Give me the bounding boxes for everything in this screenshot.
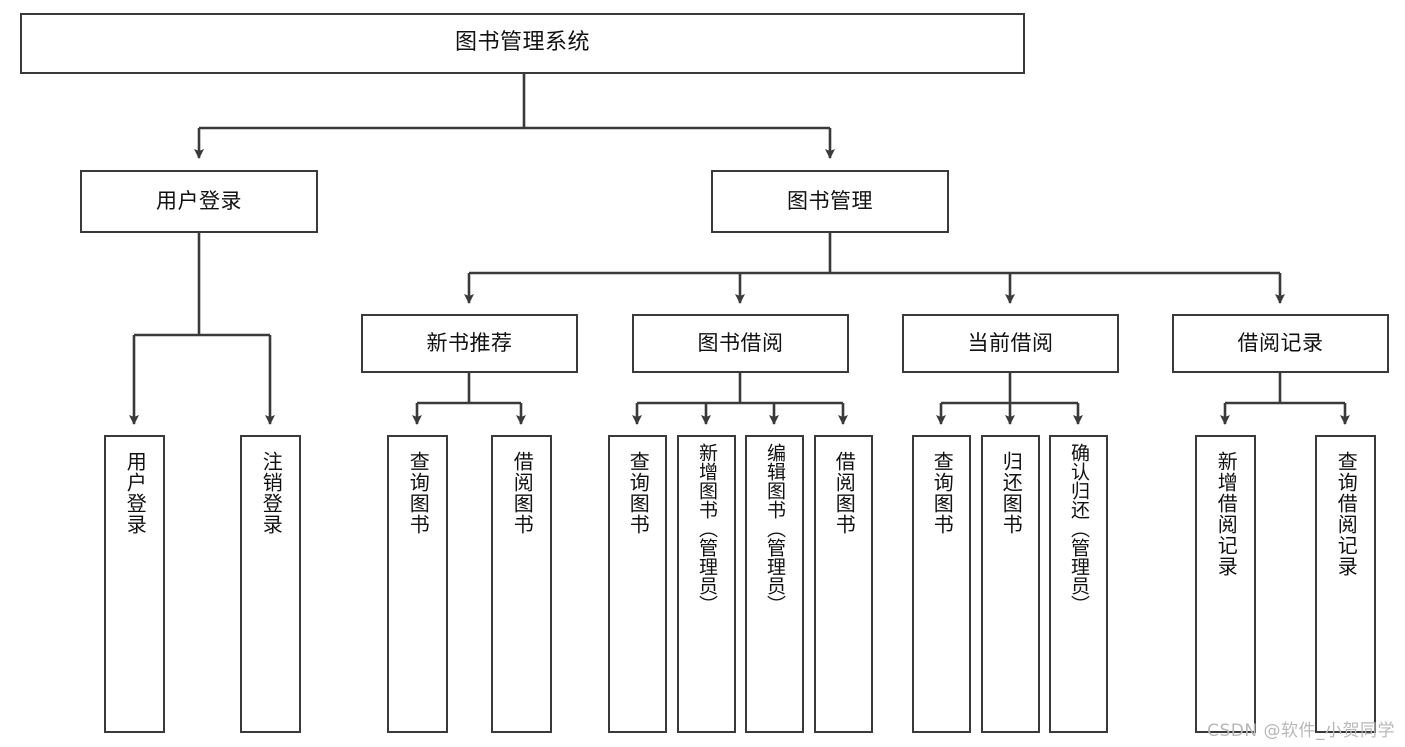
- leaf-borrow-record-query[interactable]: 查询借阅记录: [1315, 435, 1376, 733]
- leaf-book-borrow-edit[interactable]: 编辑图书（管理员）: [745, 435, 804, 733]
- node-label: 编辑图书（管理员）: [763, 443, 786, 614]
- leaf-user-login-logout[interactable]: 注销登录: [240, 435, 301, 733]
- node-book-manage[interactable]: 图书管理: [711, 170, 949, 233]
- leaf-user-login-login[interactable]: 用户登录: [104, 435, 165, 733]
- leaf-new-book-query[interactable]: 查询图书: [387, 435, 448, 733]
- node-user-login[interactable]: 用户登录: [80, 170, 318, 233]
- node-label: 借阅记录: [1237, 330, 1324, 355]
- node-label: 图书借阅: [697, 330, 784, 355]
- node-label: 当前借阅: [967, 330, 1054, 355]
- node-label: 新书推荐: [426, 330, 513, 355]
- node-label: 新增借阅记录: [1214, 451, 1239, 577]
- node-label: 借阅图书: [510, 451, 535, 535]
- node-label: 查询借阅记录: [1334, 451, 1359, 577]
- leaf-new-book-borrow[interactable]: 借阅图书: [491, 435, 552, 733]
- node-label: 归还图书: [999, 451, 1024, 535]
- leaf-book-borrow-add[interactable]: 新增图书（管理员）: [677, 435, 736, 733]
- node-label: 用户登录: [123, 451, 148, 535]
- leaf-current-borrow-query[interactable]: 查询图书: [912, 435, 971, 733]
- leaf-borrow-record-add[interactable]: 新增借阅记录: [1195, 435, 1256, 733]
- node-label: 查询图书: [930, 451, 955, 535]
- node-label: 确认归还（管理员）: [1067, 443, 1090, 614]
- node-label: 图书管理系统: [454, 30, 590, 56]
- leaf-current-borrow-return[interactable]: 归还图书: [981, 435, 1040, 733]
- leaf-book-borrow-query[interactable]: 查询图书: [608, 435, 667, 733]
- leaf-book-borrow-borrow[interactable]: 借阅图书: [814, 435, 873, 733]
- node-borrow-record[interactable]: 借阅记录: [1172, 314, 1389, 373]
- node-label: 用户登录: [156, 188, 242, 213]
- node-new-book-recommend[interactable]: 新书推荐: [361, 314, 578, 373]
- leaf-current-borrow-confirm[interactable]: 确认归还（管理员）: [1049, 435, 1108, 733]
- node-root-system[interactable]: 图书管理系统: [20, 13, 1025, 74]
- node-label: 查询图书: [626, 451, 651, 535]
- node-label: 注销登录: [259, 451, 284, 535]
- node-label: 借阅图书: [832, 451, 857, 535]
- node-label: 查询图书: [406, 451, 431, 535]
- node-current-borrow[interactable]: 当前借阅: [902, 314, 1119, 373]
- node-book-borrow[interactable]: 图书借阅: [632, 314, 849, 373]
- node-label: 图书管理: [787, 188, 873, 213]
- node-label: 新增图书（管理员）: [695, 443, 718, 614]
